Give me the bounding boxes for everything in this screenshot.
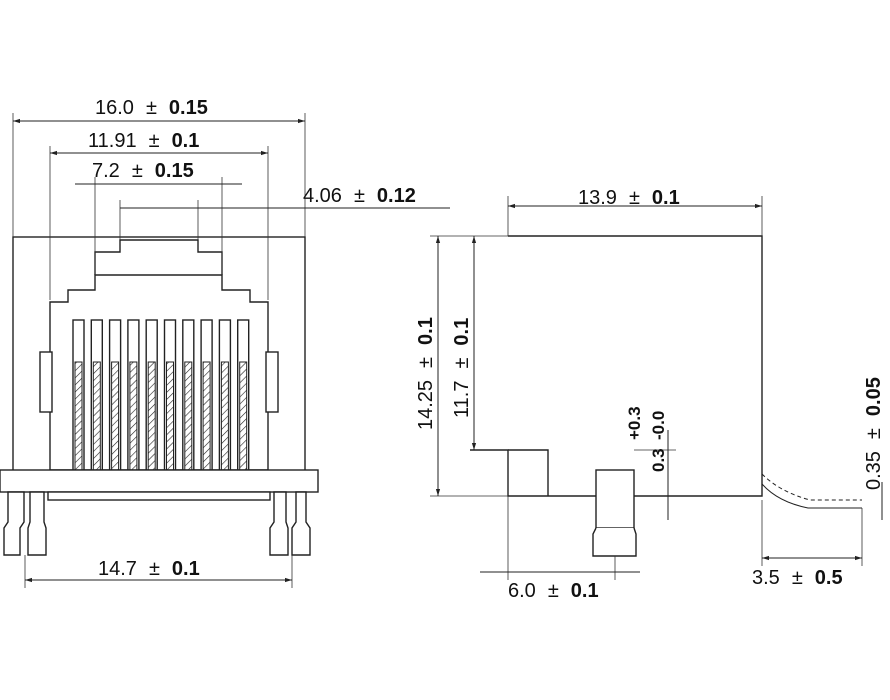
contact-blade [74,361,83,471]
dim-post-position: 6.0±0.1 [508,580,599,602]
base-rail [47,491,271,501]
dim-asym-nominal: 0.3 [649,448,668,472]
contact-blade [202,361,211,471]
dim-plug-opening: 7.2±0.15 [92,160,194,182]
dim-latch-offset: 4.06±0.12 [303,185,416,207]
contact-blade [111,361,120,471]
dim-asym-upper: +0.3 [625,406,644,440]
side-view [430,196,883,580]
dim-pin-offset: 3.5±0.5 [752,567,843,589]
contact-blade [184,361,193,471]
contact-blade [220,361,229,471]
dim-pin-thickness: 0.35±0.05 [863,377,885,490]
dim-asym-lower: -0.0 [649,411,668,440]
side-step [508,449,549,496]
left-tab [39,351,53,413]
right-post-a [269,491,289,556]
left-post-a [3,491,25,556]
right-post-b [291,491,311,556]
dim-inner-width: 11.91±0.1 [88,130,199,152]
contact-blade [239,361,248,471]
side-post-tip [592,527,637,557]
dim-post-spacing: 14.7±0.1 [98,558,200,580]
right-tab [265,351,279,413]
base-plate [0,469,319,493]
contact-blade [129,361,138,471]
dim-overall-width: 16.0±0.15 [95,97,208,119]
side-body [470,235,763,497]
front-view [0,113,450,588]
dim-total-height: 14.25±0.1 [415,317,437,430]
dim-body-height: 11.7±0.1 [451,318,473,418]
contact-blade [166,361,174,471]
side-post [595,469,635,529]
latch-notch [94,239,223,275]
contact-blade [92,361,101,471]
dim-depth: 13.9±0.1 [578,187,680,209]
contact-blade [147,361,156,471]
left-post-b [27,491,47,556]
